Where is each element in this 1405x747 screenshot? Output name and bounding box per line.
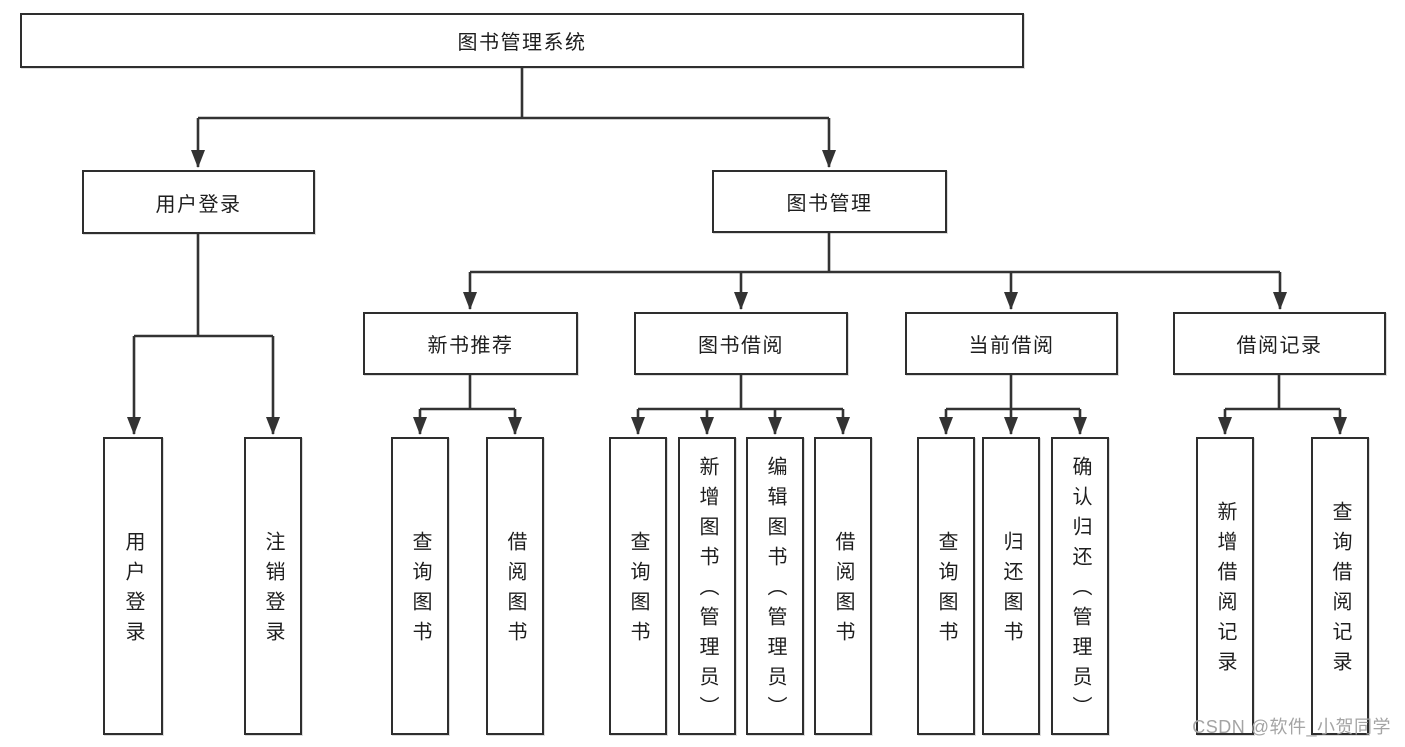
leaf-bb-query-books-label: 查询图书	[627, 531, 649, 651]
node-current-borrow-label: 当前借阅	[968, 335, 1055, 357]
leaf-nb-borrow-books: 借阅图书	[486, 437, 544, 735]
node-current-borrow: 当前借阅	[905, 312, 1118, 375]
leaf-login-label: 用户登录	[122, 531, 144, 651]
leaf-nb-query-books: 查询图书	[391, 437, 449, 735]
node-borrow-records: 借阅记录	[1173, 312, 1386, 375]
node-user-login: 用户登录	[82, 170, 315, 234]
leaf-cb-confirm-return-admin: 确认归还（管理员）	[1051, 437, 1109, 735]
leaf-logout-label: 注销登录	[262, 531, 284, 651]
leaf-rec-query-record: 查询借阅记录	[1311, 437, 1369, 735]
csdn-watermark: CSDN @软件_小贺同学	[1192, 717, 1391, 737]
leaf-rec-query-record-label: 查询借阅记录	[1329, 501, 1351, 681]
leaf-login: 用户登录	[103, 437, 163, 735]
leaf-rec-add-record: 新增借阅记录	[1196, 437, 1254, 735]
leaf-cb-return-books-label: 归还图书	[1000, 531, 1022, 651]
leaf-bb-borrow-books-label: 借阅图书	[832, 531, 854, 651]
leaf-cb-query-books-label: 查询图书	[935, 531, 957, 651]
node-root-label: 图书管理系统	[457, 32, 587, 54]
node-borrow-records-label: 借阅记录	[1236, 335, 1323, 357]
leaf-bb-query-books: 查询图书	[609, 437, 667, 735]
node-root: 图书管理系统	[20, 13, 1024, 68]
leaf-cb-return-books: 归还图书	[982, 437, 1040, 735]
node-new-book-recommend-label: 新书推荐	[427, 335, 514, 357]
leaf-cb-query-books: 查询图书	[917, 437, 975, 735]
leaf-bb-add-books-admin: 新增图书（管理员）	[678, 437, 736, 735]
leaf-cb-confirm-return-admin-label: 确认归还（管理员）	[1069, 456, 1091, 726]
node-book-borrow: 图书借阅	[634, 312, 848, 375]
leaf-nb-query-books-label: 查询图书	[409, 531, 431, 651]
node-book-borrow-label: 图书借阅	[698, 335, 784, 357]
node-new-book-recommend: 新书推荐	[363, 312, 578, 375]
leaf-bb-edit-books-admin: 编辑图书（管理员）	[746, 437, 804, 735]
leaf-bb-borrow-books: 借阅图书	[814, 437, 872, 735]
leaf-logout: 注销登录	[244, 437, 302, 735]
node-book-management: 图书管理	[712, 170, 947, 233]
leaf-rec-add-record-label: 新增借阅记录	[1214, 501, 1236, 681]
leaf-bb-add-books-admin-label: 新增图书（管理员）	[696, 456, 718, 726]
node-book-management-label: 图书管理	[786, 193, 873, 215]
leaf-nb-borrow-books-label: 借阅图书	[504, 531, 526, 651]
leaf-bb-edit-books-admin-label: 编辑图书（管理员）	[764, 456, 786, 726]
node-user-login-label: 用户登录	[155, 193, 242, 216]
